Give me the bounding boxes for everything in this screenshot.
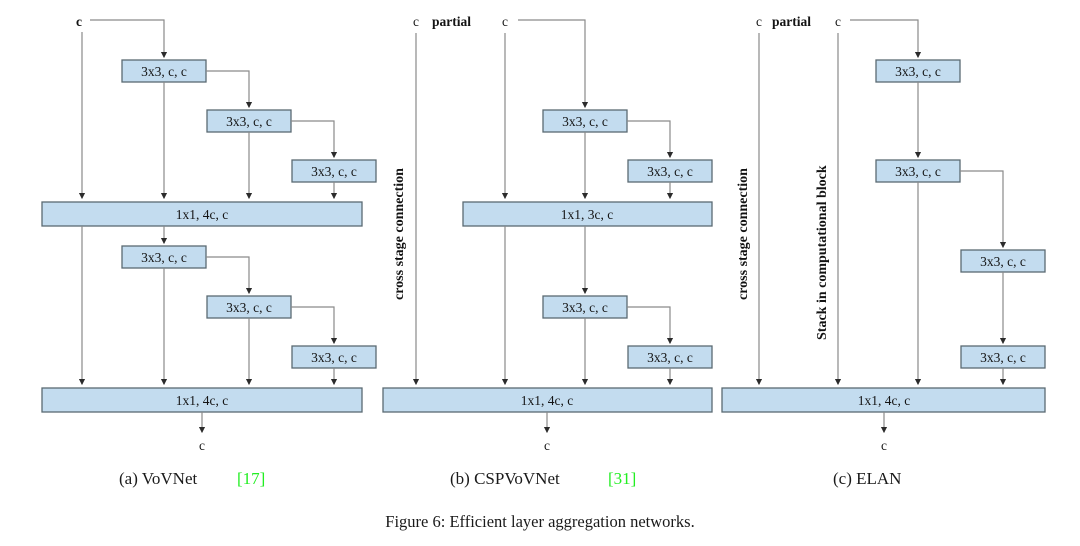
panel-b-citation: [31] [608,469,636,488]
panel-a-edge-conv4-to-conv5 [206,256,253,295]
panel-c-conv-block-4-label: 3x3, c, c [980,350,1026,365]
panel-b-aggregation-bar-2-label: 1x1, 4c, c [521,393,573,408]
panel-b-conv-block-3-label: 3x3, c, c [562,300,608,315]
panel-c-elan: c partial c cross stage connection Stack… [721,14,1046,488]
panel-c-conv-block-1-label: 3x3, c, c [895,64,941,79]
panel-b-input-label-partial: partial [432,14,471,29]
panel-a-edge-conv2-to-conv3 [291,120,338,159]
figure-caption: Figure 6: Efficient layer aggregation ne… [385,512,694,531]
panel-c-caption-prefix: (c) ELAN [833,469,901,488]
panel-a-conv-block-4-label: 3x3, c, c [141,250,187,265]
panel-c-edge-input-to-conv1 [850,19,922,59]
panel-a-edge-conv1-to-conv2 [206,70,253,109]
panel-c-output-label-c: c [881,438,887,453]
panel-b-edge-conv1-to-conv2 [627,120,674,159]
panel-b-aggregation-bar-1 [462,201,713,227]
panel-c-edge-conv2-to-conv3 [960,170,1007,249]
panel-a-conv-block-3-label: 3x3, c, c [311,164,357,179]
panel-c-conv-block-2-label: 3x3, c, c [895,164,941,179]
panel-b-edge-conv3-to-conv4 [627,306,674,345]
panel-a-citation: [17] [237,469,265,488]
panel-c-input-label-c-right: c [835,14,841,29]
panel-c-input-label-c-left: c [756,14,762,29]
panel-a-caption-prefix: (a) VoVNet [119,469,197,488]
panel-a-input-label-c: c [76,14,82,29]
panel-a-aggregation-bar-2 [41,387,363,413]
panel-c-conv-block-3-label: 3x3, c, c [980,254,1026,269]
panel-a-aggregation-bar-2-label: 1x1, 4c, c [176,393,228,408]
panel-b-input-label-c-right: c [502,14,508,29]
panel-c-input-label-partial: partial [772,14,811,29]
panel-a-conv-block-2-label: 3x3, c, c [226,114,272,129]
panel-a-conv-block-5-label: 3x3, c, c [226,300,272,315]
panel-b-cspvovnet: c partial c cross stage connection 3x3, … [382,14,713,488]
panel-a-output-label-c: c [199,438,205,453]
panel-b-output-label-c: c [544,438,550,453]
panel-a-edge-conv5-to-conv6 [291,306,338,345]
panel-c-aggregation-bar-1 [721,387,1046,413]
panel-c-aggregation-bar-1-label: 1x1, 4c, c [858,393,910,408]
panel-c-side-label-stack-in-computational-block: Stack in computational block [815,165,830,340]
panel-b-caption-prefix: (b) CSPVoVNet [450,469,560,488]
panel-b-input-label-c-left: c [413,14,419,29]
panel-b-aggregation-bar-2 [382,387,713,413]
panel-a-edge-input-to-conv1 [90,19,168,59]
panel-a-aggregation-bar-1 [41,201,363,227]
panel-a-conv-block-1-label: 3x3, c, c [141,64,187,79]
panel-a-aggregation-bar-1-label: 1x1, 4c, c [176,207,228,222]
panel-a-vovnet: c 3x3, c, c 3x3, c, c 3x3, c, c 1x1, [41,14,377,488]
panel-b-conv-block-2-label: 3x3, c, c [647,164,693,179]
panel-b-edge-input-to-conv1 [518,19,589,109]
panel-b-conv-block-1-label: 3x3, c, c [562,114,608,129]
panel-a-conv-block-6-label: 3x3, c, c [311,350,357,365]
panel-b-conv-block-4-label: 3x3, c, c [647,350,693,365]
panel-b-aggregation-bar-1-label: 1x1, 3c, c [561,207,613,222]
panel-c-side-label-cross-stage-connection: cross stage connection [736,168,751,300]
panel-b-side-label-cross-stage-connection: cross stage connection [392,168,407,300]
